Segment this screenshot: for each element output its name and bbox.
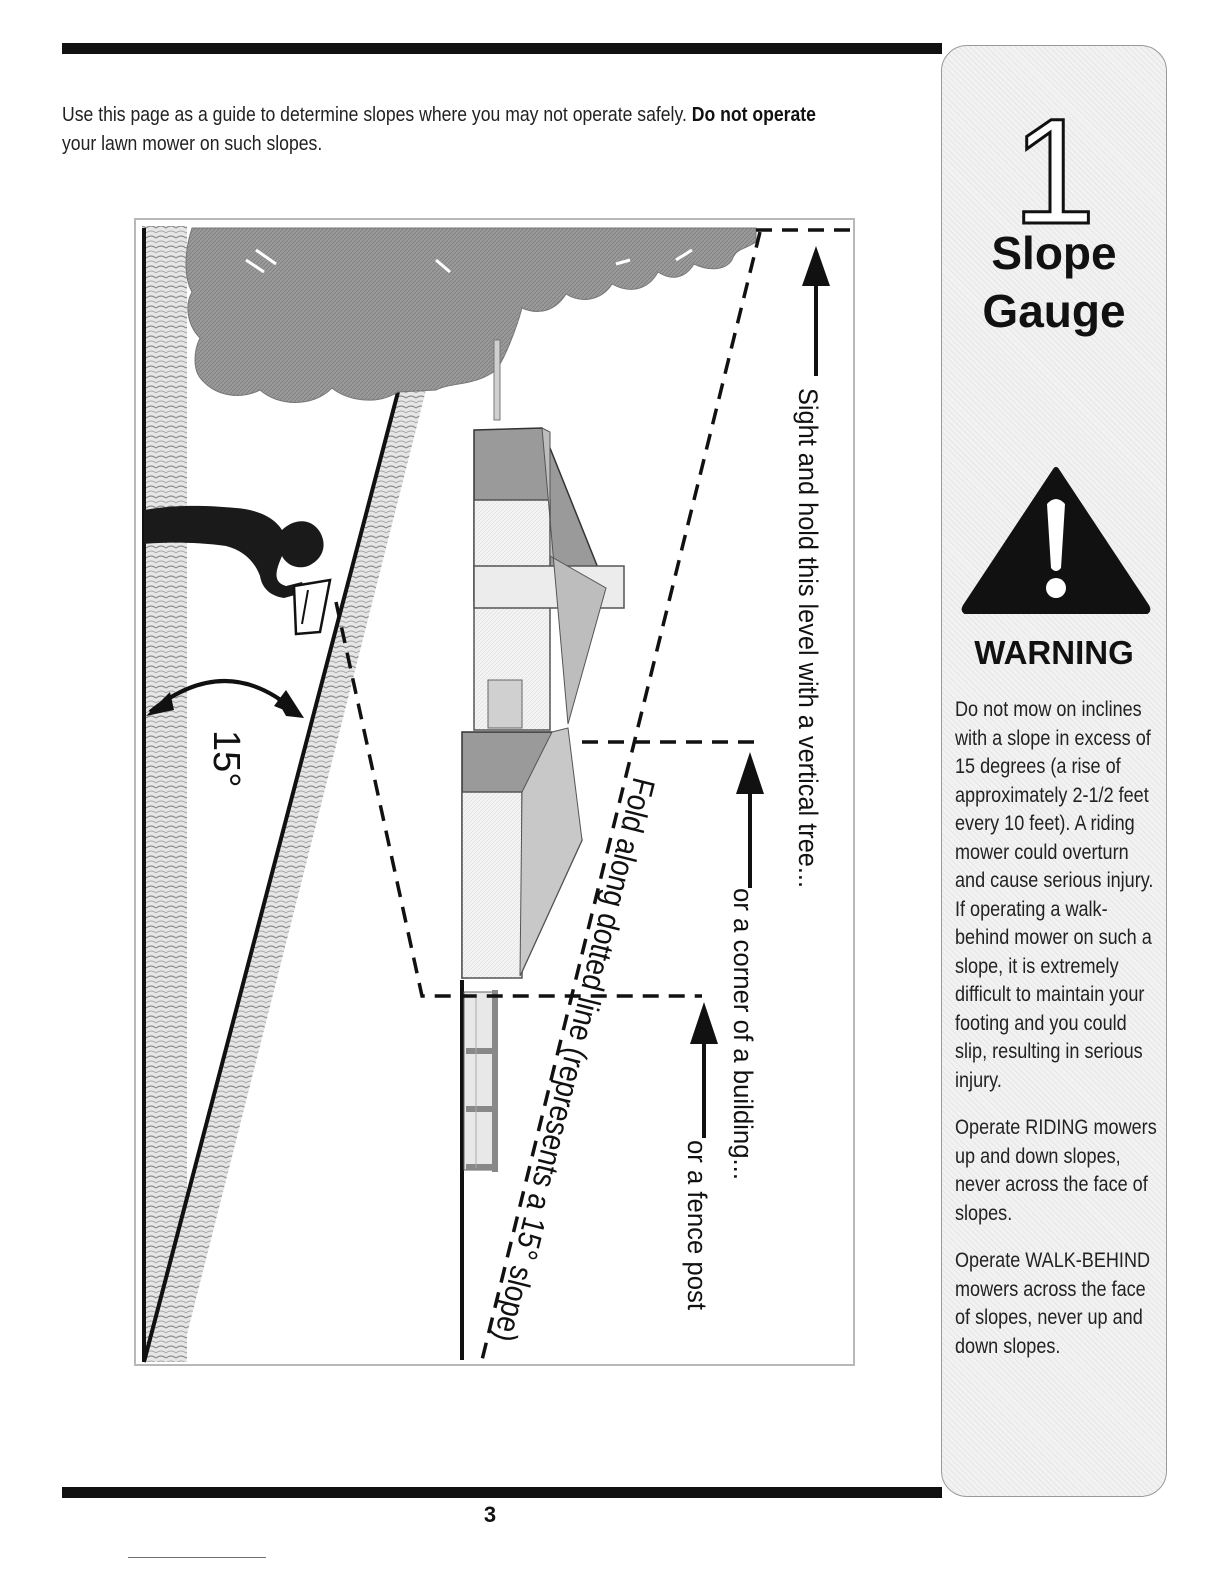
slope-line xyxy=(142,391,400,1363)
footer-link-line xyxy=(128,1557,266,1558)
ground-grass xyxy=(142,226,187,1362)
intro-text: Use this page as a guide to determine sl… xyxy=(62,104,692,126)
chapter-number-graphic: 1 xyxy=(1011,101,1097,231)
warning-body: Do not mow on inclines with a slope in e… xyxy=(955,696,1157,1380)
slope-gauge-figure: 15° Sight and hold this level with a ver… xyxy=(134,218,855,1366)
bottom-rule xyxy=(62,1487,942,1498)
slope-grass xyxy=(144,390,426,1362)
sight-label: Sight and hold this level with a vertica… xyxy=(793,388,823,888)
fence-dashed-line xyxy=(334,601,702,998)
section-title-line2: Gauge xyxy=(982,285,1126,337)
top-rule xyxy=(62,43,942,54)
chapter-number: 1 xyxy=(942,101,1166,251)
sidebar-panel: 1 Slope Gauge WARNING Do not mow on incl… xyxy=(941,45,1167,1497)
fence-label: or a fence post xyxy=(682,1140,712,1310)
person-silhouette xyxy=(144,505,324,598)
fold-dotted-line xyxy=(480,231,762,1361)
section-title-line1: Slope xyxy=(991,227,1117,279)
warning-paragraph: Do not mow on inclines with a slope in e… xyxy=(955,698,1154,1092)
warning-triangle-icon xyxy=(961,467,1151,614)
fence xyxy=(460,980,498,1360)
intro-bold-text: Do not operate xyxy=(691,104,816,126)
intro-paragraph: Use this page as a guide to determine sl… xyxy=(62,101,819,159)
building-label: or a corner of a building... xyxy=(728,888,758,1180)
gauge-card-icon xyxy=(292,578,332,636)
riding-mower-paragraph: Operate RIDING mowers up and down slopes… xyxy=(955,1116,1157,1225)
walk-behind-paragraph: Operate WALK-BEHIND mowers across the fa… xyxy=(955,1249,1151,1358)
page-number: 3 xyxy=(483,1502,497,1527)
slope-illustration: 15° Sight and hold this level with a ver… xyxy=(142,226,852,1363)
section-title: Slope Gauge xyxy=(942,224,1166,340)
intro-text-end: your lawn mower on such slopes. xyxy=(62,133,323,155)
building xyxy=(461,427,625,979)
angle-label: 15° xyxy=(205,730,247,787)
tree-canopy xyxy=(185,227,757,403)
warning-title: WARNING xyxy=(974,634,1134,671)
chapter-number-text: 1 xyxy=(1012,101,1095,231)
tree-trunk xyxy=(493,339,501,421)
